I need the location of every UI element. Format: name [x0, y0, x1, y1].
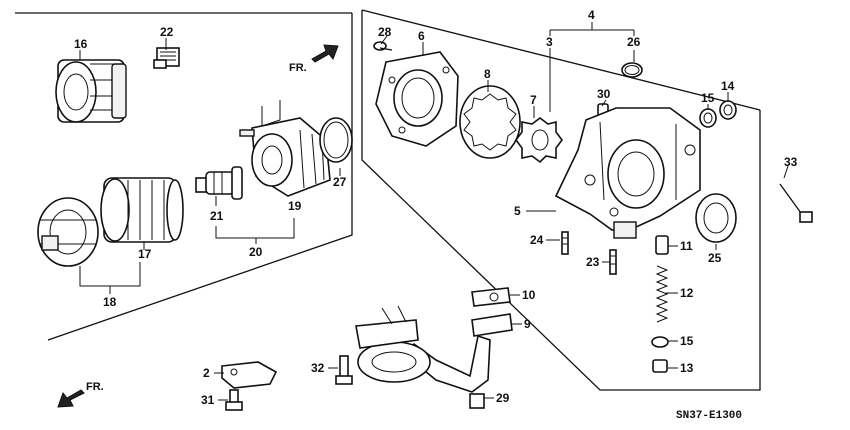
front-direction-indicator-bottom: FR. [57, 381, 104, 408]
callout-33: 33 [784, 155, 798, 169]
svg-text:FR.: FR. [289, 62, 307, 74]
part-19-oil-cooler [239, 100, 331, 197]
callout-29: 29 [496, 391, 510, 405]
callout-28: 28 [378, 25, 392, 39]
part-29-nut [469, 393, 485, 409]
callout-14: 14 [721, 79, 735, 93]
callout-31: 31 [201, 393, 215, 407]
callout-23: 23 [586, 255, 600, 269]
callout-32: 32 [311, 361, 325, 375]
part-15-washer-lower [651, 336, 669, 348]
callout-20: 20 [249, 245, 263, 259]
part-18-filter-wrench [37, 197, 99, 267]
part-28-screw [373, 41, 393, 51]
part-3-oil-pump-body [554, 107, 701, 239]
callout-24: 24 [530, 233, 544, 247]
part-23-stud [609, 249, 617, 275]
callout-6: 6 [418, 29, 425, 43]
callout-15: 15 [701, 91, 715, 105]
part-2-bracket [221, 361, 278, 389]
callout-12: 12 [680, 286, 694, 300]
callout-labels: 22 16 28 6 4 3 26 8 7 30 15 14 33 27 21 … [74, 8, 798, 407]
part-24-stud [561, 231, 569, 255]
callout-2: 2 [203, 366, 210, 380]
callout-22: 22 [160, 25, 174, 39]
part-17-oil-filter [100, 177, 184, 243]
callout-13: 13 [680, 361, 694, 375]
callout-3: 3 [546, 35, 553, 49]
part-6-pump-cover [375, 51, 459, 147]
svg-text:FR.: FR. [86, 381, 104, 393]
leader-lines [79, 22, 789, 401]
callout-16: 16 [74, 37, 88, 51]
front-arrow-icon [57, 389, 85, 408]
part-8-outer-rotor [459, 85, 521, 159]
callout-9: 9 [524, 317, 531, 331]
callout-11: 11 [680, 239, 693, 253]
callout-17: 17 [138, 247, 152, 261]
callout-4: 4 [588, 8, 595, 22]
part-9-oil-strainer [355, 305, 513, 393]
callout-5: 5 [514, 204, 521, 218]
callout-15-lower: 15 [680, 334, 694, 348]
part-27-o-ring [319, 117, 353, 163]
callout-7: 7 [530, 93, 537, 107]
callout-10: 10 [522, 288, 536, 302]
section-frame [15, 9, 761, 391]
part-32-bolt [335, 355, 353, 385]
part-31-bolt [225, 389, 243, 411]
part-12-spring [655, 265, 669, 323]
part-33-bolt [779, 183, 813, 223]
part-16-oil-filter [55, 59, 127, 123]
callout-26: 26 [627, 35, 641, 49]
diagram-code: SN37-E1300 [676, 410, 742, 422]
front-direction-indicator-top: FR. [289, 44, 339, 74]
part-13-plug [652, 359, 668, 373]
part-21-oil-pressure-sensor [195, 166, 243, 200]
part-25-oil-seal [695, 193, 737, 243]
callout-21: 21 [210, 209, 224, 223]
part-15-washer [699, 108, 717, 128]
front-arrow-icon [311, 44, 339, 63]
part-10-gasket [471, 287, 511, 307]
part-26-o-ring [621, 62, 643, 78]
callout-19: 19 [288, 199, 302, 213]
callout-18: 18 [103, 295, 117, 309]
callout-25: 25 [708, 251, 722, 265]
part-14-plug [719, 100, 737, 120]
callout-30: 30 [597, 87, 611, 101]
part-11-relief-valve [655, 235, 669, 255]
part-22-bolt [153, 47, 180, 69]
callout-8: 8 [484, 67, 491, 81]
callout-27: 27 [333, 175, 347, 189]
part-7-inner-rotor [515, 117, 563, 164]
